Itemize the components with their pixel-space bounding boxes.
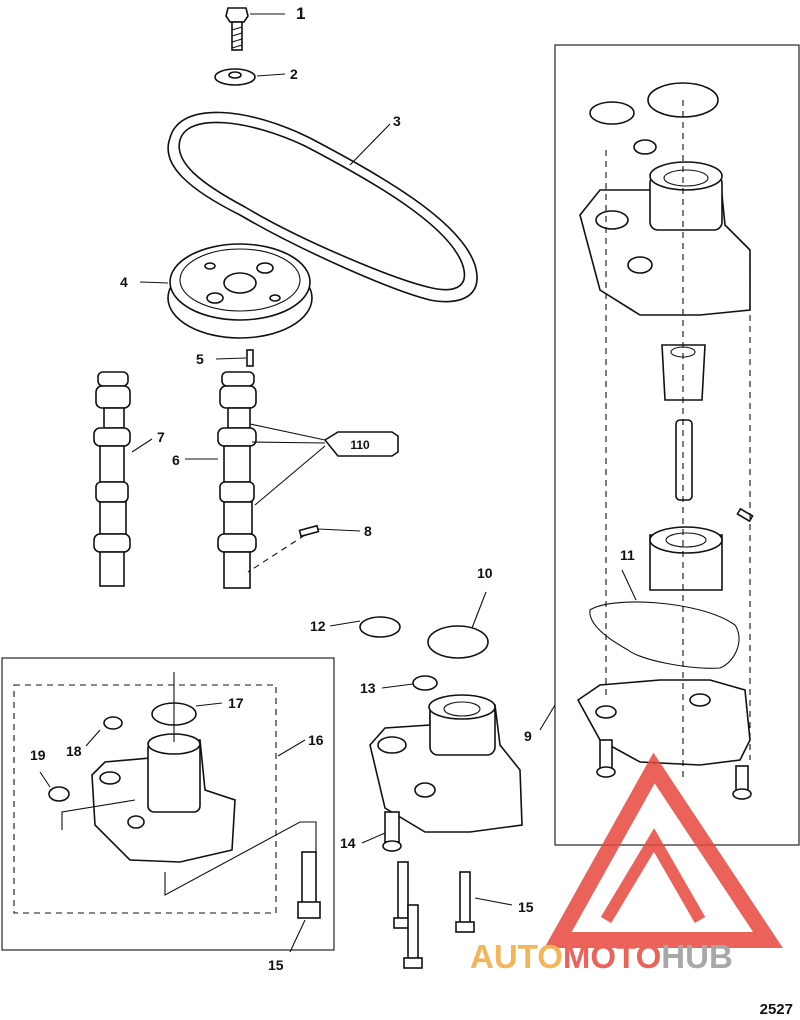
callout-19: 19	[30, 747, 46, 763]
watermark-triangle-inner	[600, 828, 706, 924]
alt-pump-detail-frame	[1, 657, 335, 951]
callout-3: 3	[393, 113, 401, 129]
callout-7: 7	[157, 429, 165, 445]
oil-pump-detail-frame	[554, 44, 800, 846]
camshaft-left	[93, 371, 131, 587]
callout-5: 5	[196, 351, 204, 367]
callout-16: 16	[308, 732, 324, 748]
callout-10: 10	[477, 565, 493, 581]
callout-13: 13	[360, 680, 376, 696]
callout-12: 12	[310, 618, 326, 634]
callout-17: 17	[228, 695, 244, 711]
callout-15-right: 15	[518, 899, 534, 915]
sealant-tube-label: 110	[350, 438, 370, 452]
watermark-text: AUTOMOTOHUB	[470, 938, 733, 975]
figure-number: 2527	[760, 1001, 793, 1018]
callout-18: 18	[66, 743, 82, 759]
callout-6: 6	[172, 452, 180, 468]
camshaft-right	[217, 371, 257, 589]
watermark-text-auto: AUTO	[470, 938, 563, 975]
cam-sprocket	[167, 243, 313, 339]
bolt-part	[225, 7, 249, 51]
watermark-logo: AUTOMOTOHUB	[470, 752, 783, 975]
alt-oil-pump	[48, 672, 321, 919]
oil-pump-exploded	[576, 82, 754, 800]
callout-1: 1	[296, 4, 305, 23]
callout-2: 2	[290, 66, 298, 82]
watermark-triangle-outer	[544, 752, 783, 948]
callout-14: 14	[340, 835, 356, 851]
washer-part	[214, 68, 256, 86]
dowel-pin	[246, 349, 254, 367]
callout-9: 9	[524, 728, 532, 744]
callout-11: 11	[620, 547, 635, 563]
callout-4: 4	[120, 274, 128, 290]
alt-pump-dashed-frame	[13, 684, 277, 914]
roll-pin	[298, 524, 320, 538]
callout-8: 8	[364, 523, 372, 539]
oil-pump-assembly	[359, 616, 523, 969]
timing-belt	[167, 111, 478, 303]
sealant-tube: 110	[249, 423, 399, 506]
watermark-text-moto: MOTO	[563, 938, 661, 975]
callout-15-left: 15	[268, 957, 284, 973]
watermark-text-hub: HUB	[661, 938, 733, 975]
leader-lines	[39, 13, 637, 953]
